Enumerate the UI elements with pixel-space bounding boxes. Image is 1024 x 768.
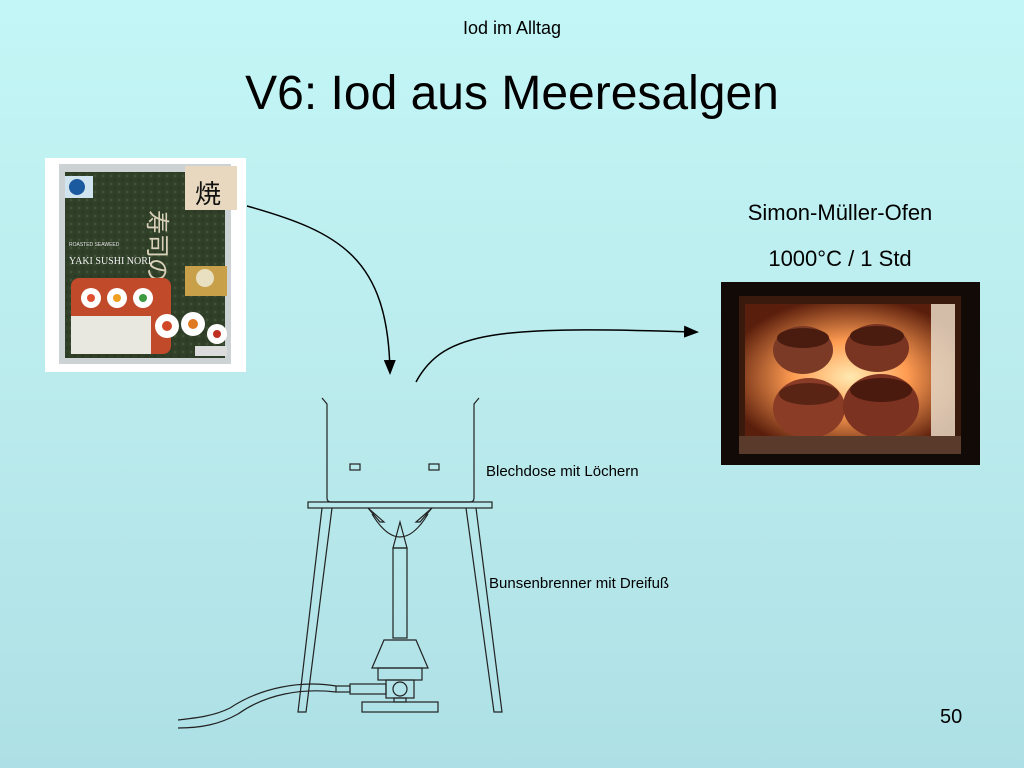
tripod (297, 507, 503, 713)
slide-header: Iod im Alltag (462, 18, 562, 38)
gas-hose (177, 683, 337, 721)
oven-name-label: Simon-Müller-Ofen (747, 200, 933, 225)
tin-can (321, 397, 480, 503)
nori-subtitle: ROASTED SEAWEED (69, 242, 120, 248)
slide-title: V6: Iod aus Meeresalgen (245, 67, 779, 120)
oven-photo (721, 282, 980, 465)
burner-label: Bunsenbrenner mit Dreifuß (489, 575, 670, 592)
nori-product-name: YAKI SUSHI NORI (69, 256, 151, 267)
oven-setting-label: 1000°C / 1 Std (768, 246, 912, 271)
arrow-nori-to-can (246, 205, 396, 375)
bunsen-burner (335, 513, 439, 713)
arrow-can-to-oven (415, 325, 699, 383)
page-number: 50 (940, 706, 963, 728)
can-label: Blechdose mit Löchern (486, 463, 639, 480)
nori-package-photo: 焼 寿司のり ROASTED SEAWEED YAKI SUSHI NORI (45, 158, 246, 372)
wire-gauze (307, 501, 493, 509)
brand-logo-icon (69, 179, 85, 195)
nori-kanji-seal: 焼 (195, 180, 221, 210)
